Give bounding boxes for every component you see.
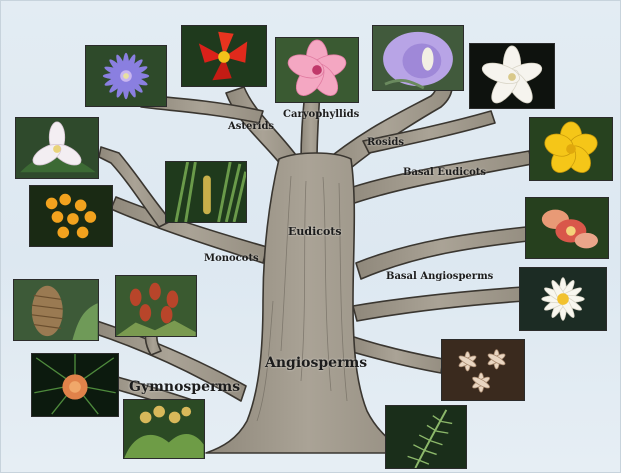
white-trillium-flower-photo bbox=[15, 117, 99, 179]
star-anise-flower-photo bbox=[441, 339, 525, 401]
cycad-cone-photo bbox=[31, 353, 119, 417]
aster-flower-photo bbox=[85, 45, 167, 107]
branch-basal-angiosperms-lower bbox=[353, 287, 524, 321]
orange-orchid-flower-photo bbox=[29, 185, 113, 247]
label-basal-angiosperms: Basal Angiosperms bbox=[386, 271, 493, 282]
ginkgo-seeds-photo bbox=[123, 399, 205, 459]
welwitschia-red-cones-photo bbox=[115, 275, 197, 337]
branch-basal-eudicots bbox=[341, 151, 532, 206]
red-lily-flower-photo bbox=[181, 25, 267, 87]
butterfly-pea-flower-photo bbox=[372, 25, 464, 91]
pine-cone-photo bbox=[13, 279, 99, 341]
label-asterids: Asterids bbox=[228, 121, 274, 132]
label-monocots: Monocots bbox=[204, 253, 259, 264]
yellow-buttercup-flower-photo bbox=[529, 117, 613, 181]
label-basal-eudicots: Basal Eudicots bbox=[403, 167, 486, 178]
label-gymnosperms: Gymnosperms bbox=[129, 379, 240, 395]
white-star-flower-photo bbox=[469, 43, 555, 109]
cattail-grass-photo bbox=[165, 161, 247, 223]
label-rosids: Rosids bbox=[367, 137, 404, 148]
magnolia-bud-flower-photo bbox=[525, 197, 609, 259]
label-eudicots: Eudicots bbox=[288, 225, 342, 238]
water-lily-flower-photo bbox=[519, 267, 607, 331]
fern-frond-photo bbox=[385, 405, 467, 469]
pink-carnation-flower-photo bbox=[275, 37, 359, 103]
label-angiosperms: Angiosperms bbox=[265, 355, 367, 371]
label-caryophyllids: Caryophyllids bbox=[283, 109, 359, 120]
